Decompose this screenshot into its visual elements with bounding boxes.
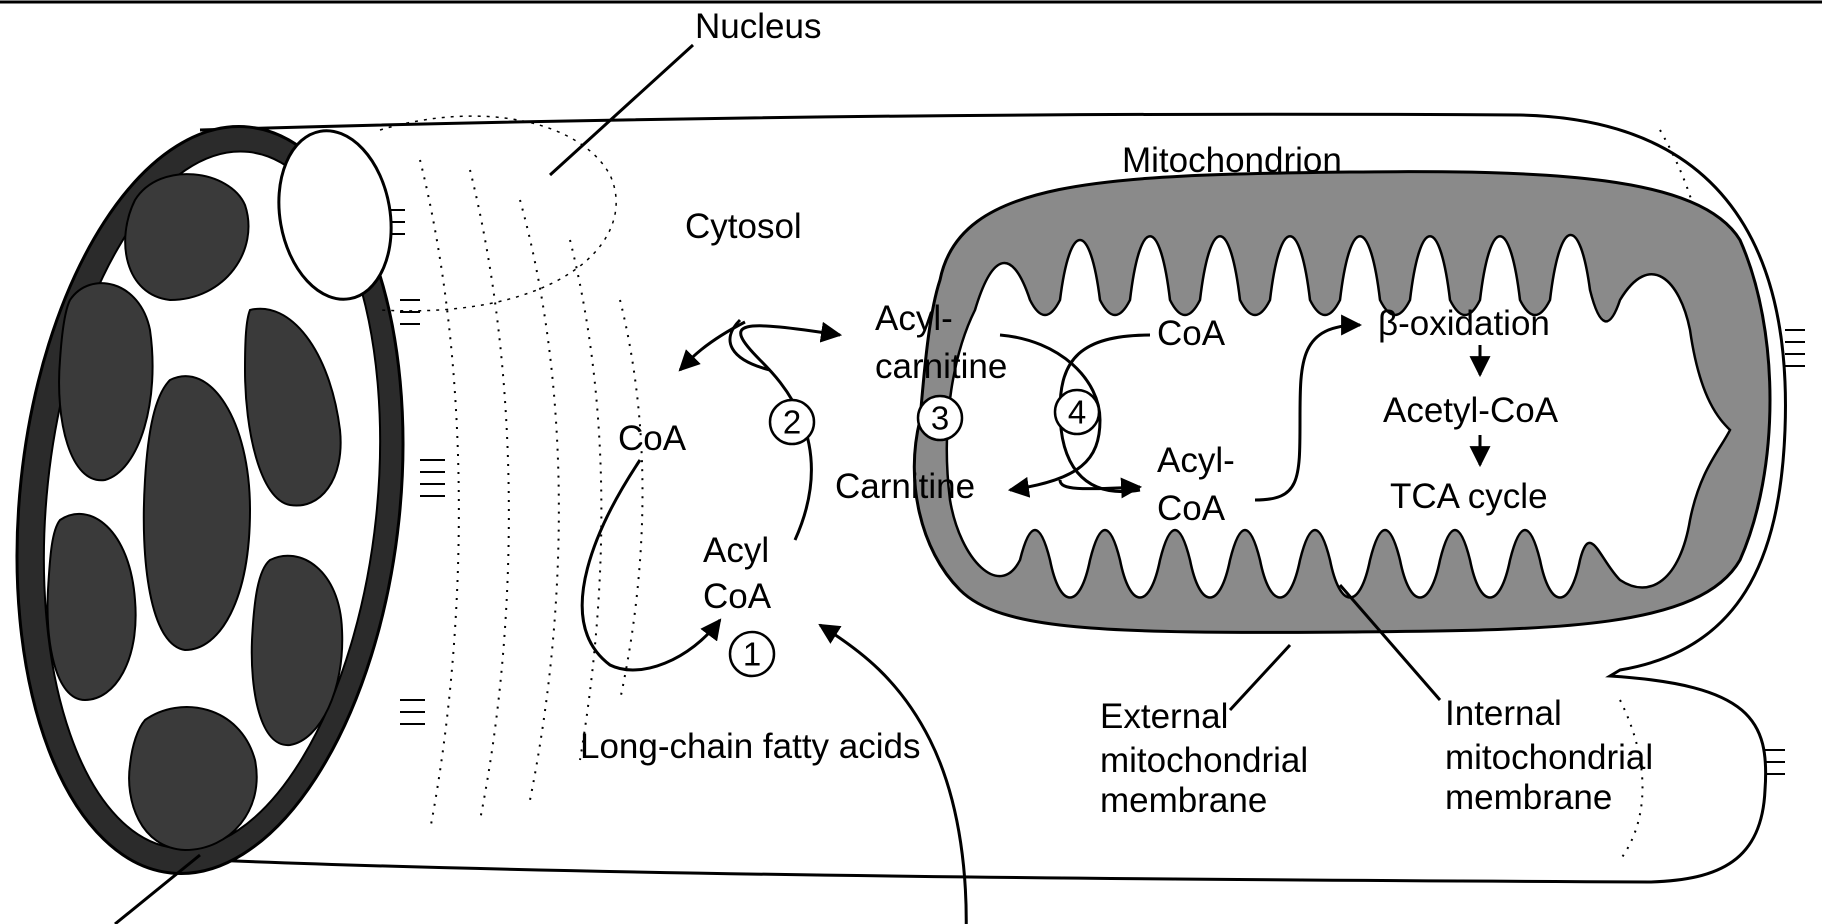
internal-membrane-label-1: Internal bbox=[1445, 694, 1562, 733]
coa-left-label: CoA bbox=[618, 419, 687, 458]
acyl-carnitine-label-2: carnitine bbox=[875, 347, 1007, 386]
tca-cycle-label: TCA cycle bbox=[1390, 477, 1548, 516]
step-1-label: 1 bbox=[743, 636, 761, 673]
acetyl-coa-label: Acetyl-CoA bbox=[1383, 391, 1559, 430]
internal-membrane-label-3: membrane bbox=[1445, 778, 1612, 817]
beta-oxidation-label: β-oxidation bbox=[1378, 304, 1550, 343]
external-membrane-label-1: External bbox=[1100, 697, 1228, 736]
step-3-label: 3 bbox=[931, 400, 949, 437]
carnitine-label: Carnitine bbox=[835, 467, 975, 506]
coa-right-label: CoA bbox=[1157, 314, 1226, 353]
step-4-label: 4 bbox=[1068, 394, 1086, 431]
nucleus-label: Nucleus bbox=[695, 7, 821, 46]
external-membrane-label-3: membrane bbox=[1100, 781, 1267, 820]
acyl-coa-cytosol-label-2: CoA bbox=[703, 577, 772, 616]
acyl-coa-mito-label-2: CoA bbox=[1157, 489, 1226, 528]
step-2-label: 2 bbox=[783, 404, 801, 441]
internal-membrane-label-2: mitochondrial bbox=[1445, 738, 1653, 777]
mitochondrion-label: Mitochondrion bbox=[1122, 141, 1342, 180]
acyl-coa-cytosol-label-1: Acyl bbox=[703, 531, 769, 570]
external-membrane-label-2: mitochondrial bbox=[1100, 741, 1308, 780]
cytosol-label: Cytosol bbox=[685, 207, 802, 246]
long-chain-fatty-acids-label: Long-chain fatty acids bbox=[580, 727, 920, 766]
acyl-carnitine-label-1: Acyl- bbox=[875, 299, 953, 338]
acyl-coa-mito-label-1: Acyl- bbox=[1157, 441, 1235, 480]
